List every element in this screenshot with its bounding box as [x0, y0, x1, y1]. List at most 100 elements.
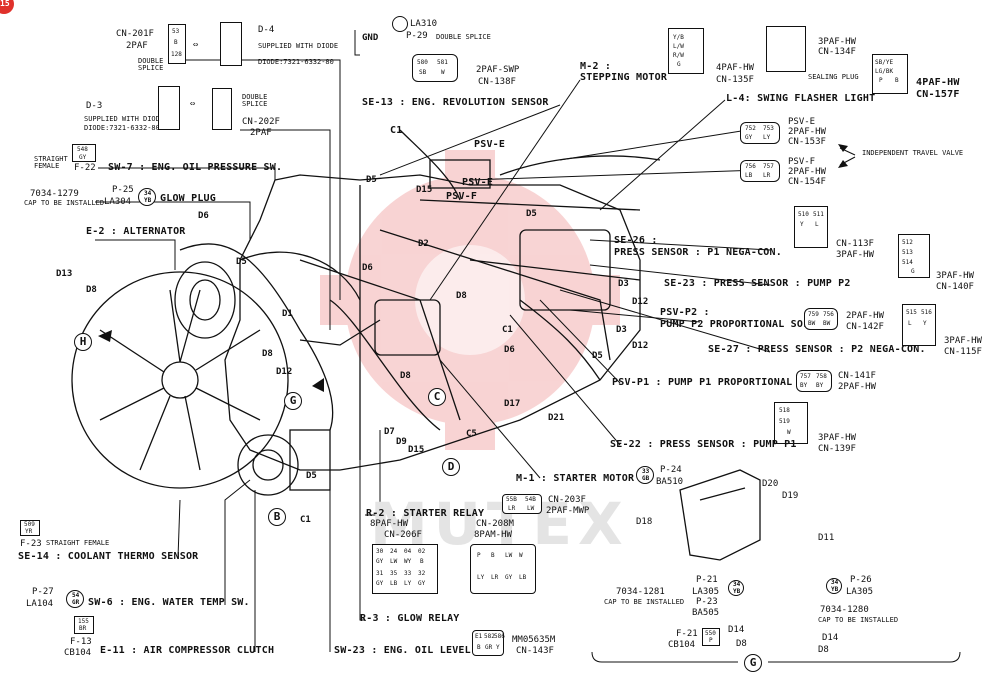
la304-label: LA304: [104, 197, 132, 207]
pin: Y/B: [673, 34, 684, 41]
pin: W: [519, 552, 523, 559]
part-label: D8: [262, 349, 273, 359]
pin: SB: [419, 69, 427, 76]
p21-label: P-21: [696, 575, 718, 585]
pin: 519: [779, 418, 790, 425]
cn143f-connector: E1 582 586 B GR Y: [472, 630, 505, 656]
pin: 514: [902, 259, 913, 266]
pin: LW: [527, 505, 535, 512]
pin: GY: [505, 574, 513, 581]
pin: 756: [823, 311, 834, 318]
pin: LR: [508, 505, 516, 512]
d3-connector: [158, 86, 180, 130]
cn138f-label: CN-138F: [478, 77, 516, 87]
pin: BR: [79, 625, 87, 632]
pin: 518: [779, 407, 790, 414]
pin: E1: [475, 633, 483, 640]
cn139f-label: CN-139F: [818, 444, 856, 454]
cn141f-connector: 757 758 BY BY: [796, 370, 832, 392]
cn134f-label: CN-134F: [818, 47, 856, 57]
f22-connector: 548 GY: [72, 144, 96, 162]
pin: GB: [642, 475, 650, 482]
d18-label: D18: [636, 517, 653, 527]
pin: GY: [79, 154, 87, 161]
pin: SB/YE: [875, 59, 894, 66]
d3-label: D-3: [86, 101, 103, 111]
part-label: D1: [282, 309, 293, 319]
cn206f-connector: 30 24 04 02 GY LW WY B 31 35 33 32 GY LB…: [372, 544, 438, 594]
part-label: D5: [236, 257, 247, 267]
part-label: D8: [456, 291, 467, 301]
marker-g-bottom: G: [744, 654, 762, 672]
p24-terminal: 33 GB: [636, 466, 654, 484]
pin: G: [911, 268, 915, 275]
cn153f-type: 2PAF-HW: [788, 127, 826, 137]
la305-label: LA305: [692, 587, 720, 597]
se22-label: SE-22 : PRESS SENSOR : PUMP P1: [610, 439, 797, 450]
pin: B: [420, 558, 424, 565]
la310-terminal-icon: [392, 16, 408, 32]
d4-note: SUPPLIED WITH DIODE: [258, 42, 339, 50]
pin: 510: [798, 211, 809, 218]
part-label: C5: [466, 429, 477, 439]
se27-label: SE-27 : PRESS SENSOR : P2 NEGA-CON.: [708, 344, 926, 355]
mm05635m-label: MM05635M: [512, 635, 556, 645]
cn201f-connector: 53 B 128: [168, 24, 186, 64]
arrow-icon: ⇔: [193, 40, 199, 50]
cn113f-type: 3PAF-HW: [836, 250, 874, 260]
cn115f-type: 3PAF-HW: [944, 336, 982, 346]
sealing-plug-note: SEALING PLUG: [808, 73, 859, 81]
pin: 34: [733, 581, 741, 588]
part-label: D17: [504, 399, 521, 409]
pin: LR: [491, 574, 499, 581]
pin: LY: [477, 574, 485, 581]
p27-label: P-27: [32, 587, 54, 597]
m2-name: STEPPING MOTOR: [580, 72, 668, 83]
pin: 582: [484, 633, 495, 640]
pin: L/W: [673, 43, 684, 50]
cap-note: CAP TO BE INSTALLED: [24, 199, 105, 207]
cn157f-connector: SB/YE LG/BK P B: [872, 54, 908, 94]
pin: B: [491, 552, 495, 559]
pin: GY: [418, 580, 426, 587]
psv-e-mid-label: PSV-E: [462, 177, 494, 188]
pin: 128: [171, 51, 182, 58]
cn134f-type: 3PAF-HW: [818, 37, 856, 47]
cn141f-label: CN-141F: [838, 371, 876, 381]
part-label: D5: [592, 351, 603, 361]
cb104b-label: CB104: [668, 640, 696, 650]
pin: Y: [923, 320, 927, 327]
pin: P: [709, 637, 713, 644]
pin: 31: [376, 570, 384, 577]
cn143f-label: CN-143F: [516, 646, 554, 656]
cn135f-connector: Y/B L/W R/W G: [668, 28, 704, 74]
p27-terminal: 54 GR: [66, 590, 84, 608]
pin: 513: [902, 249, 913, 256]
ba510-label: BA510: [656, 477, 684, 487]
cn153f-connector: 752 753 GY LY: [740, 122, 780, 144]
cb104-label: CB104: [64, 648, 92, 658]
independent-travel-valve-label: INDEPENDENT TRAVEL VALVE: [862, 149, 964, 157]
psv-e-label: PSV-E: [788, 117, 816, 127]
pin: 30: [376, 548, 384, 555]
pin: 586: [494, 633, 505, 640]
pin: 24: [390, 548, 398, 555]
se14-label: SE-14 : COOLANT THERMO SENSOR: [18, 551, 199, 562]
cap-note: CAP TO BE INSTALLED: [818, 616, 899, 624]
pin: 34: [144, 190, 152, 197]
cn139f-connector: 518 519 W: [774, 402, 808, 444]
pin: 516: [921, 309, 932, 316]
cn135f-type: 4PAF-HW: [716, 63, 754, 73]
part-label: D6: [198, 211, 209, 221]
cn157f-type: 4PAF-HW: [916, 77, 960, 88]
pin: P: [477, 552, 481, 559]
part-label: D12: [276, 367, 293, 377]
cn202f-connector: [212, 88, 232, 130]
pin: GR: [72, 599, 80, 606]
part-label: C1: [502, 325, 513, 335]
cn134f-connector: [766, 26, 806, 72]
p23-label: P-23: [696, 597, 718, 607]
la104-label: LA104: [26, 599, 54, 609]
d3-note: SUPPLIED WITH DIODE: [84, 115, 165, 123]
cn157f-label: CN-157F: [916, 89, 960, 100]
